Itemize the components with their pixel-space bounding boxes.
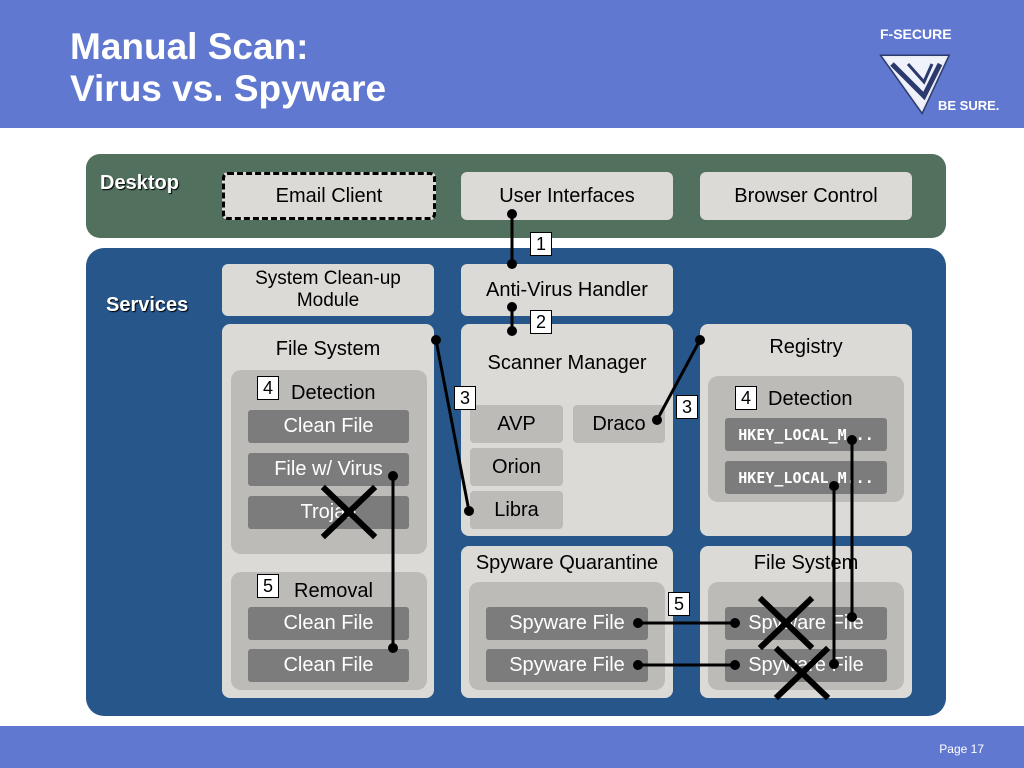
services-label: Services [106,294,189,316]
desktop-label: Desktop [100,172,179,194]
step-5-left: 5 [257,574,279,598]
footer-bar [0,726,1024,768]
spyware-fs-item: Spyware File [725,649,887,682]
fs-detection-item: File w/ Virus [248,453,409,486]
title-line-1: Manual Scan: [70,26,309,67]
step-2: 2 [530,310,552,334]
fs-removal-item: Clean File [248,607,409,640]
step-1: 1 [530,232,552,256]
user-interfaces-box: User Interfaces [461,172,673,220]
quarantine-item: Spyware File [486,607,648,640]
fs-removal-label: Removal [294,580,373,602]
logo-brand: F-SECURE [880,26,952,42]
file-system-title: File System [275,338,381,360]
quarantine-item: Spyware File [486,649,648,682]
email-client-box: Email Client [222,172,436,220]
av-handler-box: Anti-Virus Handler [461,264,673,316]
f-secure-logo: F-SECURE BE SURE. [879,26,999,115]
step-3-left: 3 [454,386,476,410]
title-line-2: Virus vs. Spyware [70,68,387,109]
page-number: Page 17 [939,742,984,756]
fs-detection-item: Clean File [248,410,409,443]
step-3-right: 3 [676,395,698,419]
engine-libra: Libra [470,491,563,529]
logo-tagline: BE SURE. [938,98,999,113]
registry-detection-label: Detection [768,388,853,410]
registry-key: HKEY_LOCAL_M... [725,461,887,494]
slide-title: Manual Scan: Virus vs. Spyware [70,26,386,110]
engine-orion: Orion [470,448,563,486]
engine-draco: Draco [573,405,665,443]
cleanup-module-box: System Clean-up Module [222,264,434,316]
engine-avp: AVP [470,405,563,443]
spyware-fs-item: Spyware File [725,607,887,640]
spyware-quarantine-title: Spyware Quarantine [475,552,659,574]
fs-removal-item: Clean File [248,649,409,682]
step-4-right: 4 [735,386,757,410]
spyware-file-system-title: File System [753,552,859,574]
registry-title: Registry [769,336,843,358]
step-4-left: 4 [257,376,279,400]
step-5-right: 5 [668,592,690,616]
fs-detection-label: Detection [291,382,376,404]
registry-key: HKEY_LOCAL_M... [725,418,887,451]
browser-control-box: Browser Control [700,172,912,220]
scanner-manager-title: Scanner Manager [487,352,647,374]
header-bar [0,0,1024,128]
fs-detection-item: Trojan [248,496,409,529]
